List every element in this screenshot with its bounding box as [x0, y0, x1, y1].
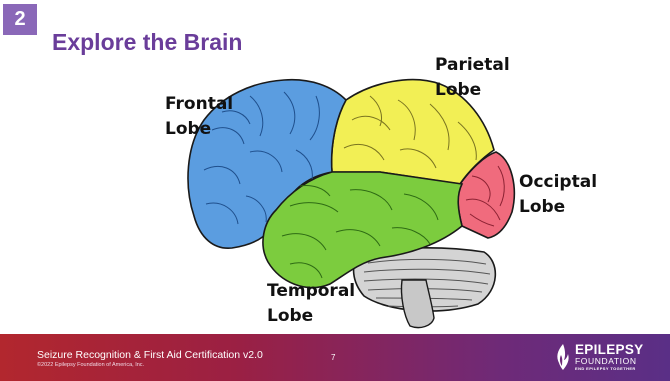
label-parietal-line2: Lobe: [435, 78, 510, 103]
label-parietal-lobe: Parietal Lobe: [435, 53, 510, 103]
label-temporal-line2: Lobe: [267, 304, 355, 329]
label-temporal-lobe: Temporal Lobe: [267, 279, 355, 329]
epilepsy-foundation-logo: EPILEPSY FOUNDATION END EPILEPSY TOGETHE…: [554, 340, 664, 374]
flame-icon: [554, 343, 572, 371]
label-frontal-line1: Frontal: [165, 92, 233, 117]
label-frontal-lobe: Frontal Lobe: [165, 92, 233, 142]
label-frontal-line2: Lobe: [165, 117, 233, 142]
label-parietal-line1: Parietal: [435, 53, 510, 78]
footer-course-title: Seizure Recognition & First Aid Certific…: [37, 349, 263, 361]
logo-tagline: END EPILEPSY TOGETHER: [575, 366, 636, 371]
logo-subtitle: FOUNDATION: [575, 356, 637, 366]
label-occipital-lobe: Occiptal Lobe: [519, 170, 597, 220]
footer-bar: Seizure Recognition & First Aid Certific…: [0, 334, 670, 381]
label-temporal-line1: Temporal: [267, 279, 355, 304]
label-occipital-line1: Occiptal: [519, 170, 597, 195]
footer-page-number: 7: [331, 353, 335, 362]
footer-copyright: ©2022 Epilepsy Foundation of America, In…: [37, 362, 144, 368]
label-occipital-line2: Lobe: [519, 195, 597, 220]
logo-name: EPILEPSY: [575, 342, 643, 357]
